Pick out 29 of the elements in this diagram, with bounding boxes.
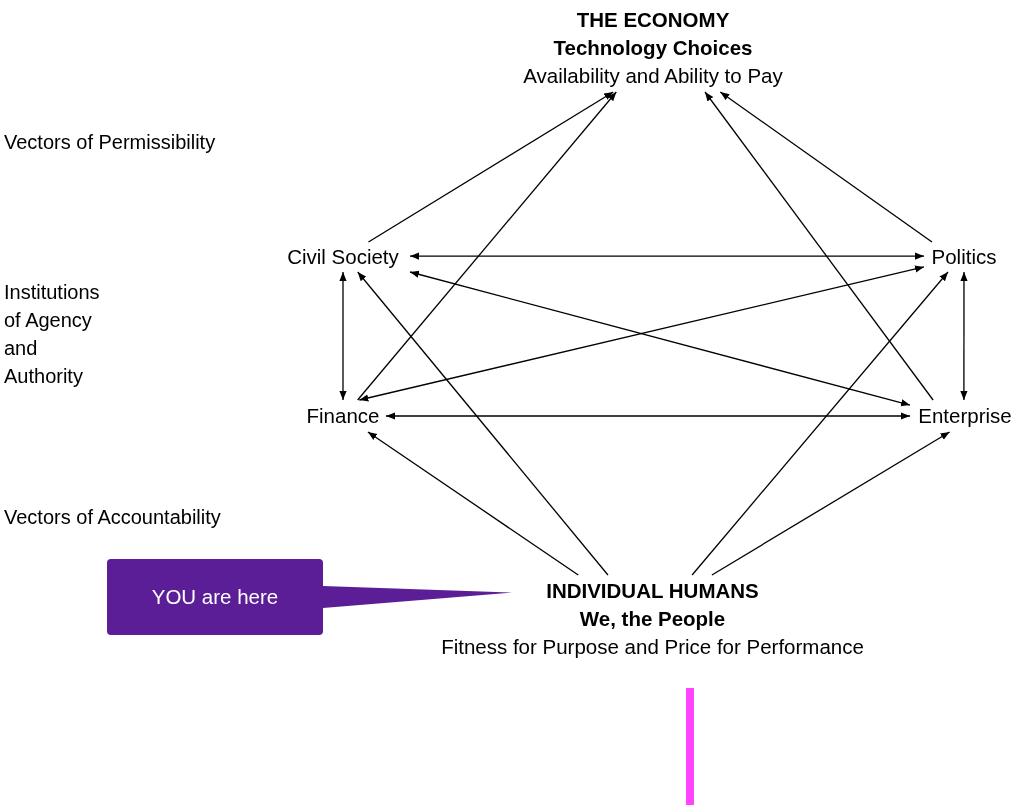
heading: INDIVIDUAL HUMANS xyxy=(546,578,759,604)
side-label: Vectors of Accountability xyxy=(4,505,221,530)
arrow xyxy=(719,91,933,243)
arrow xyxy=(357,271,609,576)
node-label: Civil Society xyxy=(276,242,410,272)
heading: THE ECONOMY xyxy=(576,7,730,33)
node-label: Politics xyxy=(924,242,1004,272)
arrow xyxy=(385,412,911,420)
arrow xyxy=(339,271,347,401)
arrow xyxy=(358,265,925,402)
arrow xyxy=(367,431,579,576)
node-label: Finance xyxy=(300,400,386,432)
description-text: Availability and Ability to Pay xyxy=(523,63,783,89)
subheading: Technology Choices xyxy=(553,35,753,61)
arrow xyxy=(704,91,934,401)
arrow xyxy=(691,271,949,576)
subheading: We, the People xyxy=(579,606,726,632)
node-label: Enterprise xyxy=(910,400,1020,432)
arrow xyxy=(960,271,968,401)
side-label: Vectors of Permissibility xyxy=(4,130,216,155)
callout-pointer xyxy=(323,586,512,608)
description-text: Fitness for Purpose and Price for Performance xyxy=(441,634,864,660)
arrow xyxy=(409,270,911,407)
arrow xyxy=(711,431,951,576)
callout-box: YOU are here xyxy=(107,559,323,635)
side-label: Institutions of Agency and Authority xyxy=(4,280,101,389)
arrow xyxy=(367,91,614,243)
arrow xyxy=(356,91,617,401)
arrow xyxy=(409,252,925,260)
